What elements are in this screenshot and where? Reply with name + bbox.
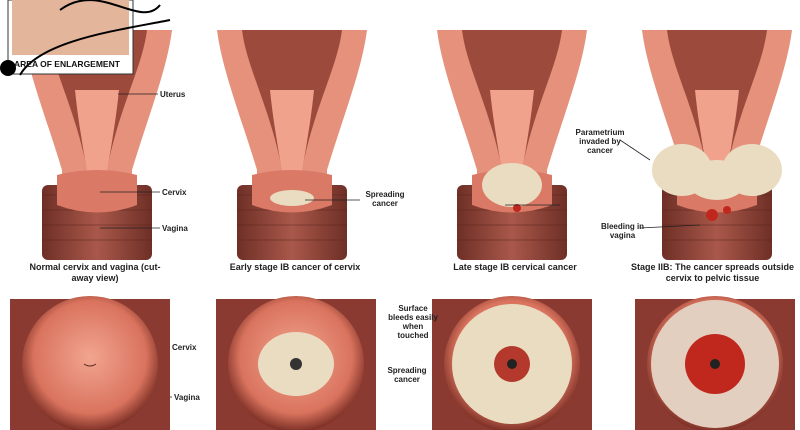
early-cervix-view <box>216 296 376 430</box>
cervix-label: Cervix <box>162 188 187 197</box>
caption-stage-iib: Stage IIB: The cancer spreads outside ce… <box>630 262 795 283</box>
stage-iib-cervix-view <box>635 296 795 430</box>
uterus-label: Uterus <box>160 90 186 99</box>
caption-normal: Normal cervix and vagina (cut-away view) <box>29 262 161 283</box>
bottom-vagina-label: Vagina <box>174 393 200 402</box>
stage-iib-uterus <box>641 29 793 261</box>
bottom-spreading-cancer-label: Spreading cancer <box>387 366 427 384</box>
bleeding-label: Bleeding in vagina <box>600 222 645 240</box>
caption-late-stage: Late stage IB cervical cancer <box>453 262 577 272</box>
vagina-label: Vagina <box>162 224 188 233</box>
late-stage-uterus <box>436 29 588 261</box>
late-cervix-view <box>432 296 592 430</box>
bottom-cervix-label: Cervix <box>172 343 197 352</box>
early-stage-uterus <box>216 29 368 261</box>
normal-cervix-view <box>10 296 170 430</box>
spreading-cancer-label: Spreading cancer <box>365 190 405 208</box>
area-of-enlargement-label: AREA OF ENLARGEMENT <box>14 59 120 69</box>
caption-early-stage: Early stage IB cancer of cervix <box>229 262 361 272</box>
surface-bleeds-label: Surface bleeds easily when touched <box>388 304 438 340</box>
parametrium-label: Parametrium invaded by cancer <box>575 128 625 155</box>
